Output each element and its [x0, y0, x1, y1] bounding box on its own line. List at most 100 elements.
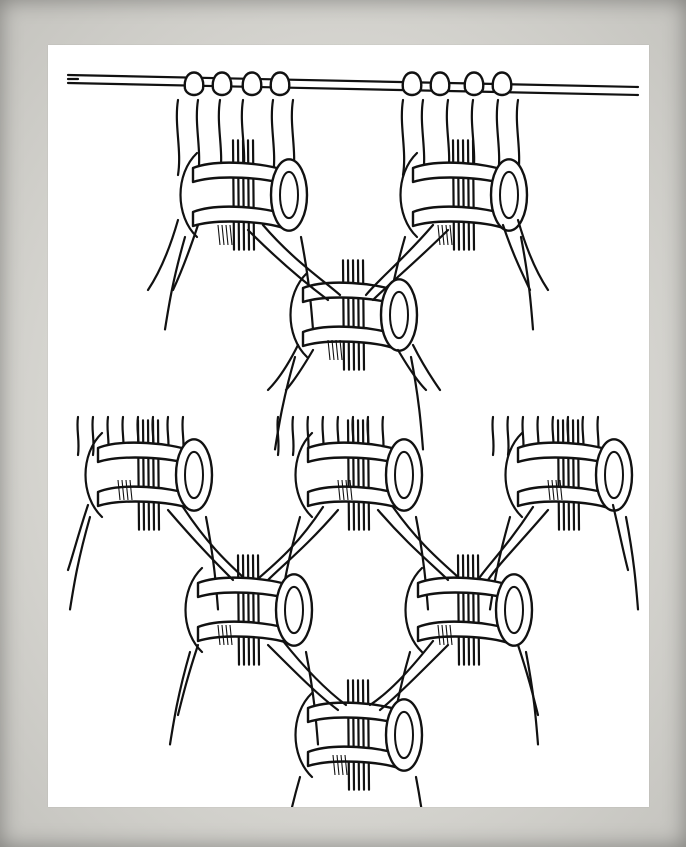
cord-strand [480, 507, 533, 577]
filler-cord [368, 420, 369, 529]
knot-side-loop-inner [500, 172, 518, 218]
filler-cord [558, 420, 559, 529]
larks-head-knot [185, 73, 232, 96]
filler-cord [153, 420, 154, 529]
filler-cord [453, 140, 454, 249]
macrame-knot-illustration-icon [48, 45, 649, 807]
filler-cord [463, 140, 464, 249]
cord-strand [268, 345, 298, 390]
filler-cord [148, 420, 149, 529]
filler-cord [368, 680, 369, 789]
cord-strand [393, 507, 458, 577]
filler-cord [348, 260, 349, 369]
knot-side-loop-inner [280, 172, 298, 218]
filler-cord [358, 260, 359, 369]
filler-cord [468, 555, 469, 664]
cord-strand [380, 645, 448, 710]
hatch-mark [332, 340, 334, 360]
larks-head-loop [493, 73, 512, 96]
cord-strand [248, 230, 328, 300]
filler-cord [238, 140, 239, 249]
trailing-strand [170, 652, 190, 744]
cord-strand [488, 510, 548, 580]
filler-cord [348, 420, 349, 529]
filler-cord [458, 140, 459, 249]
knot-side-loop-inner [285, 587, 303, 633]
larks-head-loop [185, 73, 204, 96]
cord-strand [613, 505, 628, 570]
filler-cord [143, 420, 144, 529]
square-knot [280, 680, 428, 807]
larks-head-loop [431, 73, 450, 96]
filler-cord [473, 555, 474, 664]
filler-cord [243, 140, 244, 249]
filler-cord [243, 555, 244, 664]
trailing-strand [526, 652, 538, 744]
cord-strand [286, 350, 313, 390]
filler-cord [253, 555, 254, 664]
filler-cord [358, 680, 359, 789]
filler-cord [468, 140, 469, 249]
larks-head-loop [403, 73, 422, 96]
filler-cord [138, 420, 139, 529]
hatch-mark [226, 225, 228, 245]
filler-cord [248, 140, 249, 249]
filler-cord [353, 680, 354, 789]
square-knot [70, 420, 218, 609]
cord-strand [92, 417, 93, 455]
filler-cord [363, 680, 364, 789]
filler-cord [478, 555, 479, 664]
cord-strand [398, 350, 426, 390]
cord-strand [263, 225, 340, 295]
cord-strand [518, 645, 538, 715]
dowel-rod [68, 75, 638, 95]
filler-cord [573, 420, 574, 529]
filler-cord [343, 260, 344, 369]
filler-cord [348, 680, 349, 789]
filler-cord [353, 420, 354, 529]
larks-head-loop [465, 73, 484, 96]
cord-strand [197, 100, 199, 175]
cord-strand [370, 641, 433, 705]
cord-strand [402, 100, 404, 175]
cord-strand [173, 225, 198, 290]
knot-side-loop-inner [395, 452, 413, 498]
hatch-mark [230, 225, 232, 245]
cord-strand [292, 417, 293, 455]
hatch-mark [218, 225, 220, 245]
illustration-paper [48, 45, 649, 807]
cord-strand [283, 641, 346, 705]
hatch-mark [446, 225, 448, 245]
trailing-strand [280, 777, 300, 807]
hatch-mark [438, 225, 440, 245]
filler-cord [473, 140, 474, 249]
larks-head-knot [243, 73, 290, 96]
cord-strand [492, 417, 493, 455]
filler-cord [258, 555, 259, 664]
larks-head-loop [243, 73, 262, 96]
cord-strand [77, 417, 78, 455]
knot-side-loop-inner [390, 292, 408, 338]
cord-strand [378, 510, 448, 580]
knot-side-loop-inner [395, 712, 413, 758]
filler-cord [353, 260, 354, 369]
filler-cord [463, 555, 464, 664]
hatch-mark [450, 225, 452, 245]
larks-head-loop [213, 73, 232, 96]
filler-cord [363, 420, 364, 529]
hatch-mark [222, 225, 224, 245]
hatch-mark [328, 340, 330, 360]
cord-strand [413, 345, 440, 390]
trailing-strand [626, 517, 638, 609]
filler-cord [248, 555, 249, 664]
hatch-mark [340, 340, 342, 360]
cord-strand [272, 100, 274, 175]
filler-cord [578, 420, 579, 529]
cord-strand [503, 225, 530, 290]
filler-cord [158, 420, 159, 529]
cord-strand [507, 417, 508, 455]
filler-cord [568, 420, 569, 529]
larks-head-loop [271, 73, 290, 96]
filler-cord [363, 260, 364, 369]
